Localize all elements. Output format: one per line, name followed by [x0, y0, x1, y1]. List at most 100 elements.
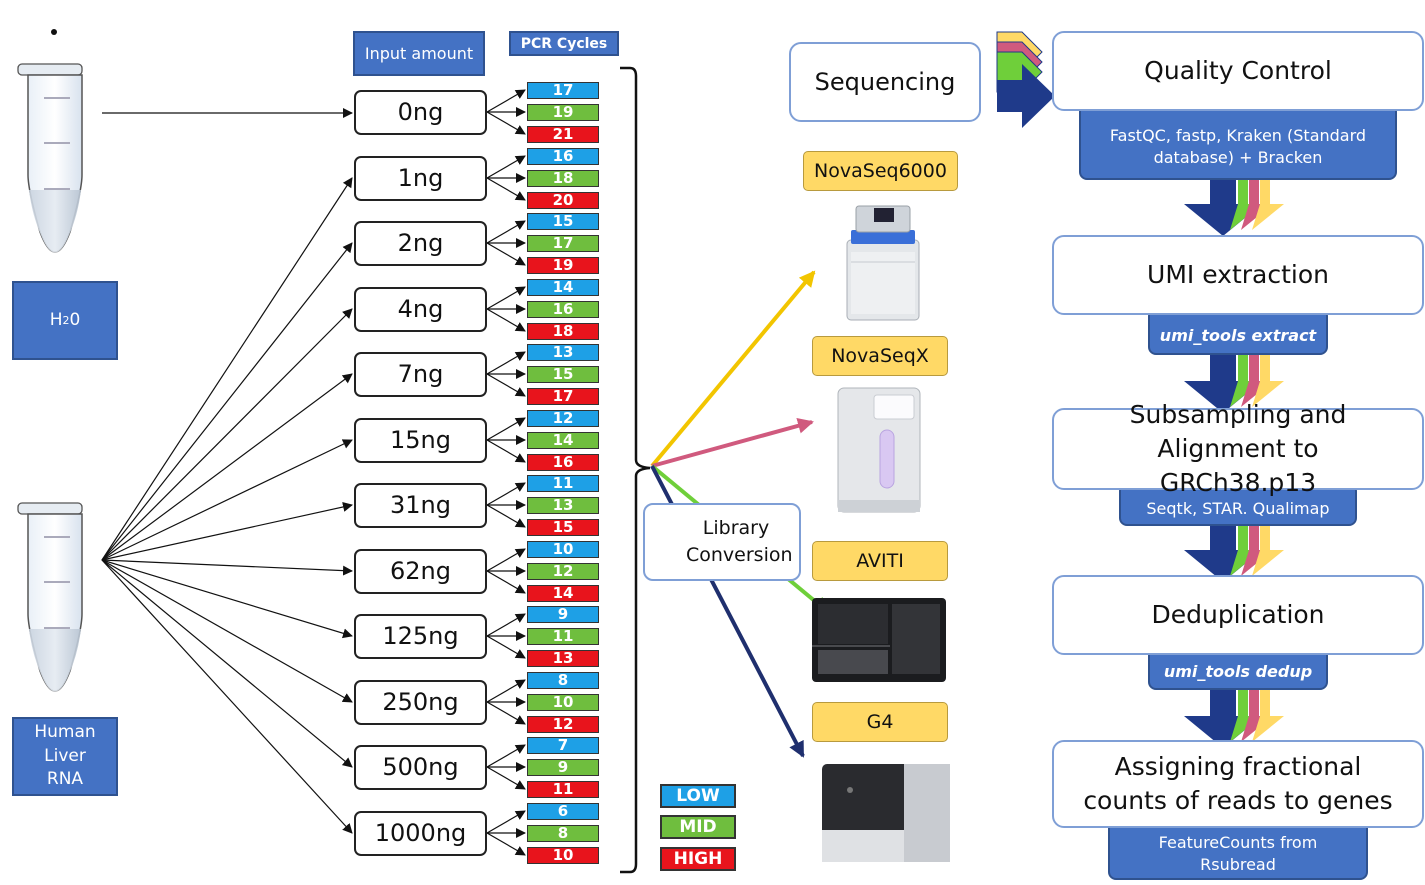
- input-amount-box: 250ng: [354, 679, 487, 725]
- branch-arrow: [486, 766, 526, 790]
- reads-stack-icon: [996, 31, 1055, 128]
- umi-extraction-tools: umi_tools extract: [1148, 308, 1328, 355]
- rna-label: Human Liver RNA: [12, 717, 118, 796]
- branch-arrow: [486, 548, 526, 572]
- pipeline-down-arrow: [1184, 178, 1284, 236]
- pcr-bracket: [620, 66, 651, 874]
- rna-fan-arrows: [101, 177, 353, 834]
- input-amount-box: 31ng: [354, 482, 487, 528]
- branch-arrow: [486, 111, 526, 135]
- pcr-cycle-cell-high: 16: [527, 453, 599, 471]
- branch-arrow: [486, 220, 526, 244]
- pcr-cycle-cell-low: 6: [527, 802, 599, 820]
- pcr-cycle-cell-mid: 9: [527, 758, 599, 776]
- water-label-suffix: 0: [69, 309, 81, 330]
- input-amount-box: 125ng: [354, 613, 487, 659]
- legend-low: LOW: [660, 784, 736, 808]
- pcr-cycle-cell-low: 12: [527, 409, 599, 427]
- branch-arrow: [486, 635, 526, 659]
- pcr-cycle-cell-high: 17: [527, 387, 599, 405]
- water-label-text: H: [49, 309, 63, 330]
- branch-arrow: [486, 701, 526, 725]
- pcr-cycle-cell-low: 14: [527, 278, 599, 296]
- pcr-cycle-cell-mid: 12: [527, 562, 599, 580]
- fan-arrow: [101, 559, 353, 834]
- pcr-cycles-header: PCR Cycles: [509, 31, 619, 56]
- pipeline-arrows: [1184, 178, 1284, 748]
- branch-arrow: [486, 570, 526, 594]
- alignment-step: Subsampling and Alignment to GRCh38.p13: [1052, 400, 1424, 497]
- input-amount-box: 0ng: [354, 89, 487, 135]
- pcr-branch-arrows: [486, 89, 526, 856]
- platform-aviti: AVITI: [812, 541, 948, 581]
- dedup-step: Deduplication: [1052, 575, 1424, 655]
- pcr-cycle-cell-high: 18: [527, 322, 599, 340]
- branch-arrow: [486, 308, 526, 332]
- branch-arrow: [486, 744, 526, 768]
- pcr-cycle-cell-high: 10: [527, 846, 599, 864]
- input-amount-header: Input amount: [353, 31, 485, 76]
- legend-high: HIGH: [660, 847, 736, 871]
- counting-step: Assigning fractional counts of reads to …: [1052, 740, 1424, 828]
- rna-tube-icon: [17, 502, 83, 692]
- branch-arrow: [486, 482, 526, 506]
- pcr-cycle-cell-low: 9: [527, 605, 599, 623]
- pcr-cycle-cell-high: 21: [527, 125, 599, 143]
- pipeline-down-arrow: [1184, 355, 1284, 413]
- fan-arrow: [101, 559, 353, 576]
- pcr-cycle-cell-mid: 14: [527, 431, 599, 449]
- novaseqx-image: [837, 387, 921, 513]
- branch-arrow: [486, 373, 526, 397]
- aviti-image: [812, 598, 946, 682]
- alignment-tools: Seqtk, STAR. Qualimap: [1119, 483, 1357, 526]
- pcr-cycle-cell-low: 15: [527, 212, 599, 230]
- pcr-cycle-cell-mid: 17: [527, 234, 599, 252]
- water-tube-icon: [17, 63, 83, 253]
- pcr-cycle-cell-mid: 15: [527, 365, 599, 383]
- pcr-cycle-cell-low: 16: [527, 147, 599, 165]
- pcr-cycle-cell-high: 14: [527, 584, 599, 602]
- arrow-to-novaseq6000: [650, 270, 816, 468]
- fan-arrow: [101, 559, 353, 768]
- pcr-cycle-cell-mid: 10: [527, 693, 599, 711]
- pcr-cycle-cell-low: 17: [527, 81, 599, 99]
- branch-arrow: [486, 351, 526, 375]
- platform-novaseqx: NovaSeqX: [812, 336, 948, 376]
- pcr-cycle-cell-high: 19: [527, 256, 599, 274]
- pcr-cycle-cell-high: 12: [527, 715, 599, 733]
- pcr-cycle-cell-low: 10: [527, 540, 599, 558]
- g4-image: [822, 764, 950, 862]
- input-amount-box: 4ng: [354, 286, 487, 332]
- qc-tools: FastQC, fastp, Kraken (Standard database…: [1079, 100, 1397, 180]
- novaseq6000-image: [846, 205, 920, 321]
- fan-arrow: [101, 559, 353, 639]
- fan-arrow: [101, 439, 353, 561]
- branch-arrow: [486, 89, 526, 113]
- branch-arrow: [486, 439, 526, 463]
- pcr-cycle-cell-low: 13: [527, 343, 599, 361]
- branch-arrow: [486, 242, 526, 266]
- arrow-to-novaseqx: [651, 417, 814, 468]
- pcr-cycle-cell-high: 15: [527, 518, 599, 536]
- branch-arrow: [486, 679, 526, 703]
- pcr-cycle-cell-mid: 8: [527, 824, 599, 842]
- branch-arrow: [486, 286, 526, 310]
- branch-arrow: [486, 504, 526, 528]
- platform-novaseq6000: NovaSeq6000: [803, 151, 958, 191]
- library-conversion-box: Library Conversion: [643, 503, 801, 581]
- umi-extraction-step: UMI extraction: [1052, 235, 1424, 315]
- fan-arrow: [101, 242, 353, 561]
- legend-mid: MID: [660, 815, 736, 839]
- branch-arrow: [486, 810, 526, 834]
- pcr-cycle-cell-high: 11: [527, 780, 599, 798]
- pcr-cycle-cell-high: 13: [527, 649, 599, 667]
- pipeline-down-arrow: [1184, 524, 1284, 582]
- pcr-cycle-cell-mid: 11: [527, 627, 599, 645]
- fan-arrow: [101, 373, 353, 561]
- input-amount-box: 15ng: [354, 417, 487, 463]
- pcr-cycle-cell-mid: 19: [527, 103, 599, 121]
- platform-g4: G4: [812, 702, 948, 742]
- library-conversion-label: Library Conversion: [686, 517, 793, 566]
- input-amount-box: 62ng: [354, 548, 487, 594]
- input-amount-box: 500ng: [354, 744, 487, 790]
